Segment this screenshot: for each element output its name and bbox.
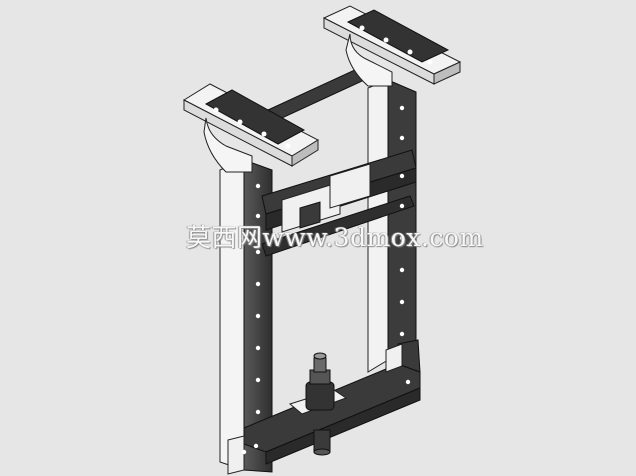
back-column-right	[367, 79, 417, 373]
mount-plate-right	[322, 5, 462, 87]
watermark-text: 莫西网www.3dmox.com	[186, 223, 484, 252]
column-holes-right	[399, 105, 405, 337]
middle-cross-brace	[261, 149, 417, 257]
mount-plate-left	[182, 83, 320, 173]
center-bolt-assembly	[288, 352, 348, 456]
column-holes-left	[255, 183, 261, 415]
